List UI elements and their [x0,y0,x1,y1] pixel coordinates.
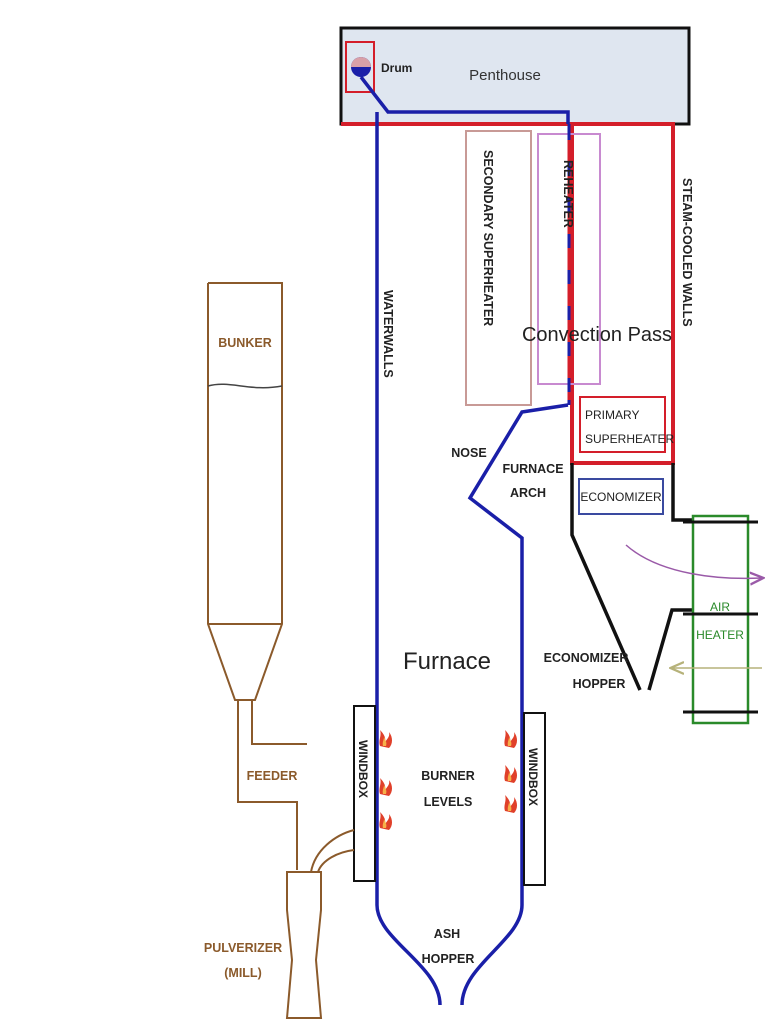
penthouse: Penthouse [339,26,691,126]
burner-levels-label-line1: BURNER [421,769,474,783]
feeder [237,700,307,870]
ash-hopper-label-line2: HOPPER [422,952,475,966]
economizer: ECONOMIZER [578,478,664,515]
reheater: REHEATER [537,124,601,405]
economizer-hopper [570,463,695,691]
bunker [207,282,283,701]
convection-pass-label: Convection Pass [522,324,672,346]
secondary-superheater: SECONDARY SUPERHEATER [465,130,532,406]
waterwalls-label: WATERWALLS [381,290,395,378]
furnace-arch-label-line2: ARCH [510,486,546,500]
furnace-arch-label-line1: FURNACE [502,462,563,476]
drum: Drum [345,41,412,93]
feeder-label: FEEDER [247,769,298,783]
waterwalls [359,75,570,1006]
ash-hopper-label-line1: ASH [434,927,460,941]
drum-label: Drum [381,61,412,75]
air-heater-label-line1: AIR [710,600,730,614]
air-heater-label-line2: HEATER [696,628,744,642]
secondary-superheater-label: SECONDARY SUPERHEATER [481,150,495,326]
furnace-label: Furnace [403,648,491,675]
primary-superheater-label-line1: PRIMARY [585,408,639,422]
air-heater: AIR HEATER [683,514,758,725]
burner-flames-left [379,730,392,830]
windbox-right: WINDBOX [523,712,546,886]
pulverizer-label-line2: (MILL) [224,966,261,980]
pulverizer [285,829,355,1019]
primary-superheater-label-line2: SUPERHEATER [585,432,674,446]
primary-superheater: PRIMARY SUPERHEATER [579,396,674,453]
windbox-left-label: WINDBOX [356,740,370,798]
economizer-hopper-label-line1: ECONOMIZER [544,651,629,665]
penthouse-label: Penthouse [469,67,541,84]
pulverizer-label-line1: PULVERIZER [204,941,282,955]
burner-levels-label-line2: LEVELS [424,795,473,809]
flue-gas-arrow [625,544,762,578]
reheater-label: REHEATER [561,160,575,228]
economizer-hopper-label-line2: HOPPER [573,677,626,691]
burner-flames-right [504,730,517,813]
economizer-label: ECONOMIZER [580,490,662,504]
windbox-right-label: WINDBOX [526,748,540,806]
nose-label: NOSE [451,446,486,460]
steam-cooled-walls-label: STEAM-COOLED WALLS [680,178,694,327]
bunker-label: BUNKER [218,336,271,350]
windbox-left: WINDBOX [353,705,376,882]
